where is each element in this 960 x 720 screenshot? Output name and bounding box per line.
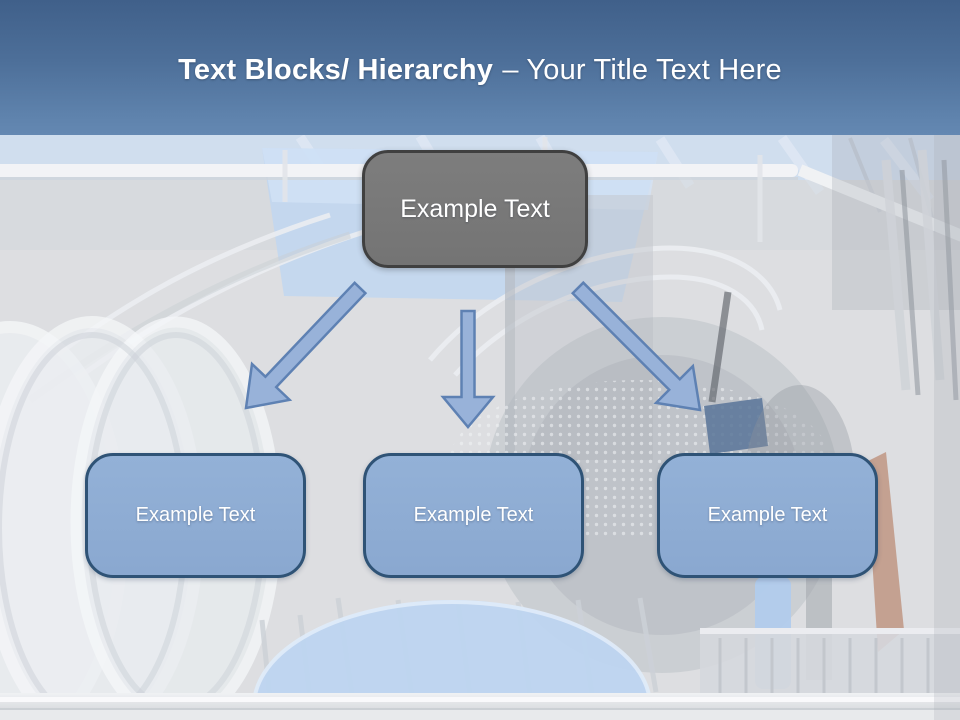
down-left-arrow-icon[interactable] [244, 281, 368, 410]
hierarchy-child-box-1[interactable]: Example Text [85, 453, 306, 578]
title-bar: Text Blocks/ Hierarchy– Your Title Text … [0, 0, 960, 135]
hierarchy-child-box-3[interactable]: Example Text [657, 453, 878, 578]
root-box-label: Example Text [400, 194, 550, 223]
down-arrow-icon[interactable] [440, 309, 496, 429]
down-right-arrow-icon[interactable] [570, 280, 702, 412]
hierarchy-child-box-2[interactable]: Example Text [363, 453, 584, 578]
child-box-3-label: Example Text [707, 504, 828, 526]
slide-title-bold: Text Blocks/ Hierarchy [178, 54, 494, 86]
slide-title-regular: – Your Title Text Here [502, 54, 782, 86]
slide-title[interactable]: Text Blocks/ Hierarchy– Your Title Text … [0, 52, 960, 88]
child-box-2-label: Example Text [413, 504, 534, 526]
child-box-1-label: Example Text [135, 504, 256, 526]
hierarchy-root-box[interactable]: Example Text [362, 150, 588, 268]
